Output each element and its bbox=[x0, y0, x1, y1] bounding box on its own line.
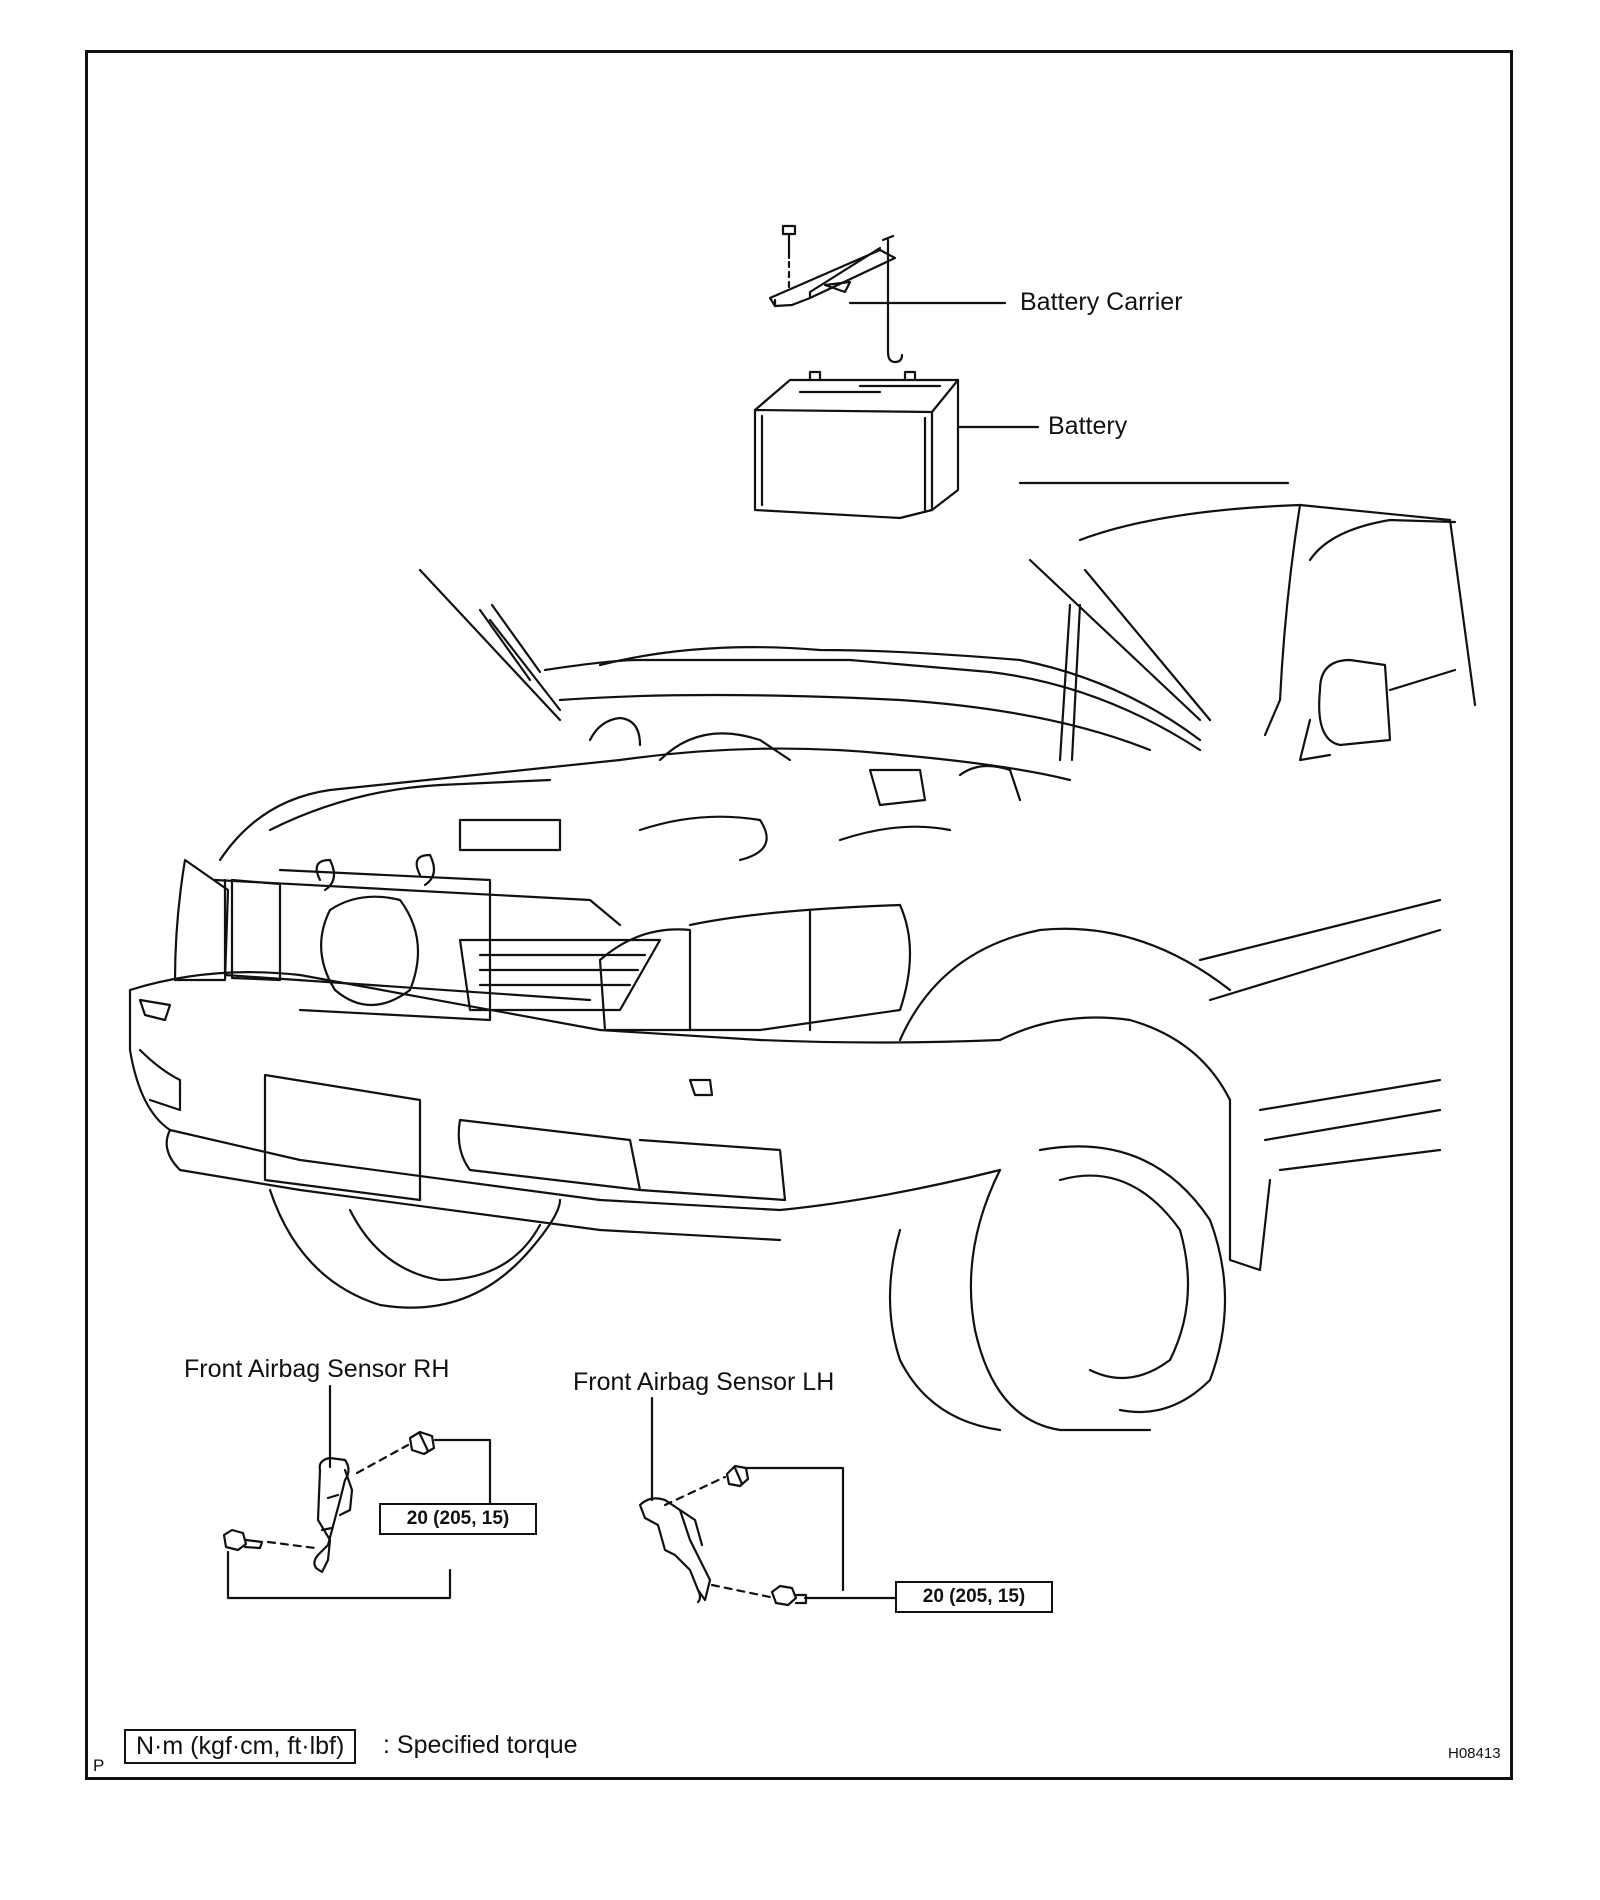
bolt-icon bbox=[781, 224, 797, 292]
figure-code: H08413 bbox=[1448, 1745, 1501, 1762]
vehicle-illustration bbox=[128, 481, 1477, 1432]
bolt-icon-lh-lower bbox=[770, 1584, 808, 1607]
corner-mark: P bbox=[93, 1756, 105, 1775]
bolt-icon-rh-upper bbox=[408, 1430, 436, 1456]
battery-label: Battery bbox=[1048, 412, 1128, 440]
bolt-icon-rh-lower bbox=[222, 1528, 264, 1552]
battery-carrier-label: Battery Carrier bbox=[1020, 288, 1183, 316]
sensor-rh-label: Front Airbag Sensor RH bbox=[184, 1355, 450, 1383]
sensor-lh-label: Front Airbag Sensor LH bbox=[573, 1368, 835, 1396]
torque-spec-rh: 20 (205, 15) bbox=[379, 1503, 537, 1535]
diagram-frame bbox=[85, 50, 1513, 1780]
torque-spec-lh: 20 (205, 15) bbox=[895, 1581, 1053, 1613]
sensor-lh-illustration bbox=[638, 1396, 897, 1604]
sensor-rh-illustration bbox=[226, 1384, 492, 1600]
battery-illustration bbox=[753, 370, 1040, 520]
bolt-icon-lh-upper bbox=[725, 1464, 750, 1488]
legend-description: : Specified torque bbox=[383, 1731, 578, 1759]
torque-unit-legend: N·m (kgf·cm, ft·lbf) bbox=[124, 1729, 357, 1764]
battery-carrier-illustration bbox=[768, 234, 1007, 364]
